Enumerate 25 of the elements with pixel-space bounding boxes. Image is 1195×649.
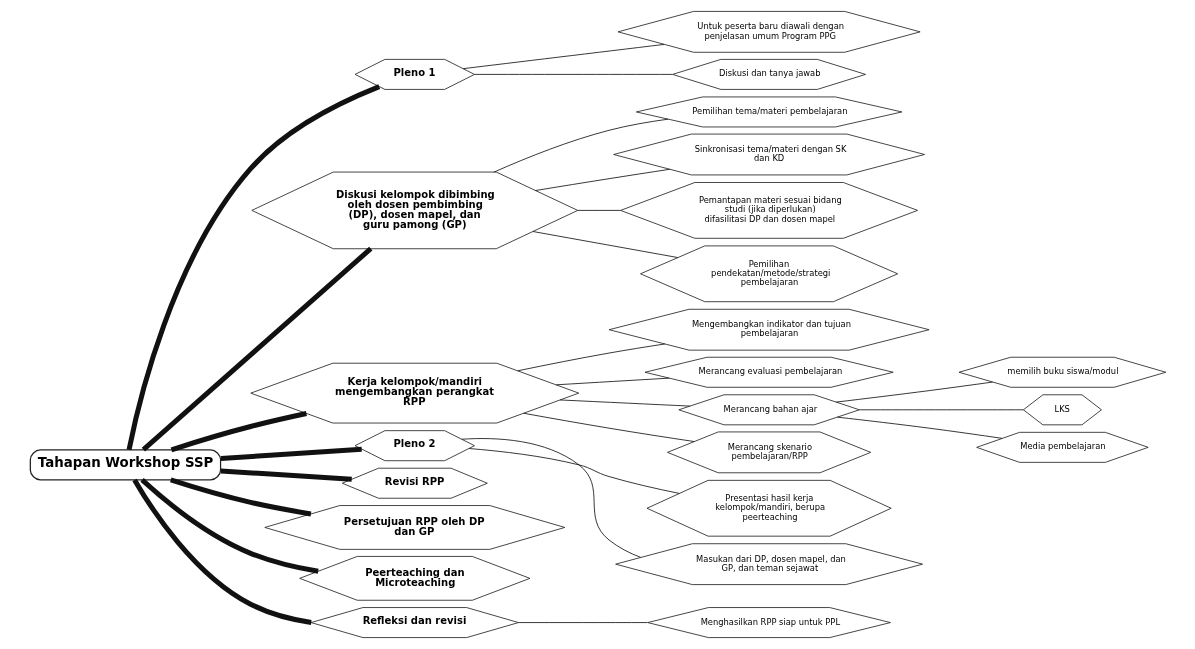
connector [468,448,680,494]
connector [220,446,362,462]
connector [126,84,380,451]
connector [559,399,690,407]
node-box: Tahapan Workshop SSP [29,449,221,481]
connector [462,44,664,70]
connector [532,231,678,258]
connector [534,168,670,191]
connector [555,377,670,386]
connector [492,118,668,173]
connector [522,412,694,442]
connector [220,468,352,482]
connector [131,478,312,625]
connector [858,409,1024,411]
connector [576,210,621,211]
connector [139,478,319,574]
connector [835,381,993,403]
connector [517,622,648,623]
connector [169,477,311,517]
connector [170,411,307,453]
connector [473,74,673,75]
connector [516,343,665,372]
connector [836,416,1002,439]
connector [141,246,372,452]
connector [460,438,641,558]
